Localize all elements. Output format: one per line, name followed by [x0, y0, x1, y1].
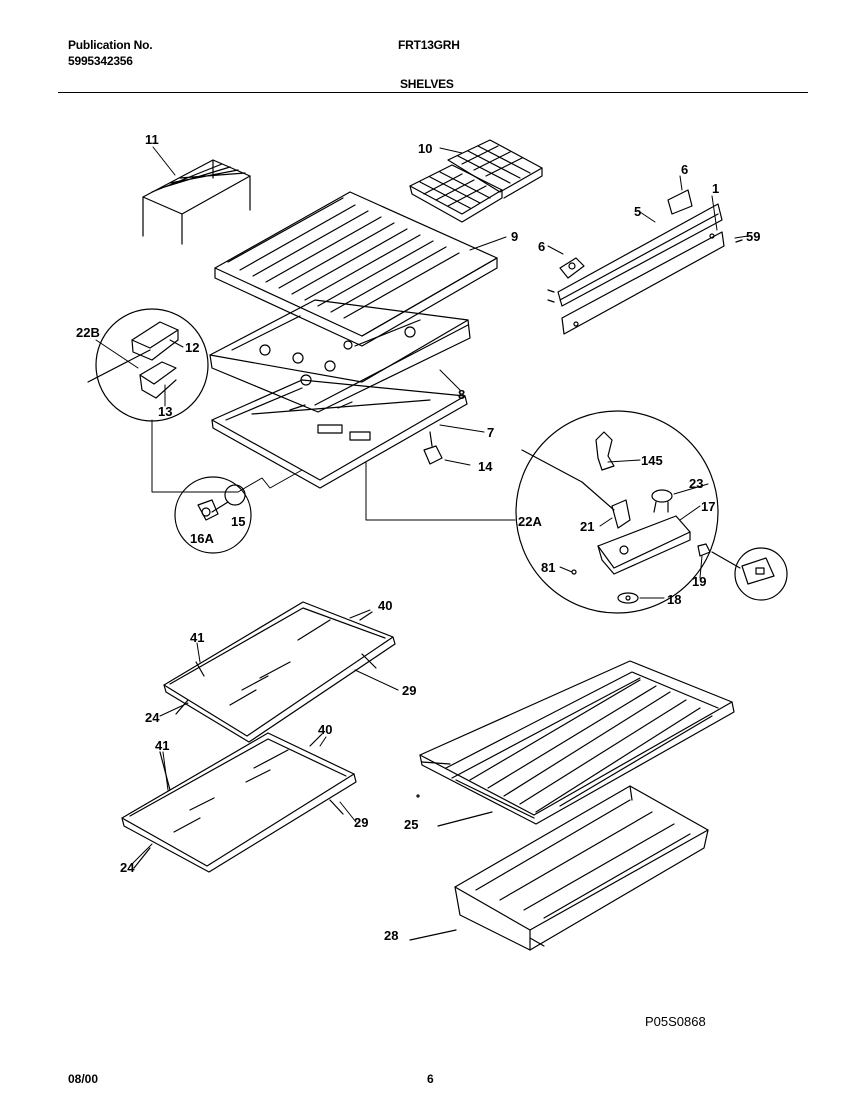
callout-41a: 41 [190, 630, 204, 645]
callout-145: 145 [641, 453, 663, 468]
callout-14: 14 [478, 459, 493, 474]
lower-leader-lines [129, 609, 399, 867]
callout-24b: 24 [120, 860, 135, 875]
control-leader-lines [559, 459, 709, 599]
callout-29b: 29 [354, 815, 368, 830]
detail-circle-lamp [174, 476, 252, 554]
crisper-pan-drawing [409, 785, 709, 951]
shelf-panel-drawing [214, 191, 498, 347]
glass-shelf-upper-drawing [163, 601, 396, 743]
clip-14-drawing [423, 431, 443, 465]
publication-label: Publication No. [68, 38, 153, 52]
model-number: FRT13GRH [398, 38, 460, 52]
glass-shelf-lower-drawing [121, 732, 357, 873]
callout-10: 10 [418, 141, 432, 156]
callout-17: 17 [701, 499, 715, 514]
crisper-cover-drawing [416, 660, 735, 827]
callout-29a: 29 [402, 683, 416, 698]
callout-19: 19 [692, 574, 706, 589]
section-title: SHELVES [400, 77, 454, 91]
callout-12: 12 [185, 340, 199, 355]
callout-8: 8 [458, 387, 465, 402]
callout-labels: 11 10 6 5 1 59 6 9 22B 12 13 8 7 14 15 1… [76, 132, 760, 943]
callout-6a: 6 [681, 162, 688, 177]
callout-5: 5 [634, 204, 641, 219]
control-housing-drawing [209, 299, 471, 413]
callout-81: 81 [541, 560, 555, 575]
callout-23: 23 [689, 476, 703, 491]
callout-18: 18 [667, 592, 681, 607]
callout-59: 59 [746, 229, 760, 244]
ice-tray-drawing [409, 139, 543, 223]
callout-15: 15 [231, 514, 245, 529]
detail-circle-22b [87, 308, 209, 422]
callout-11: 11 [145, 132, 159, 147]
publication-number: 5995342356 [68, 54, 133, 68]
callout-1: 1 [712, 181, 719, 196]
drawing-id: P05S0868 [645, 1014, 706, 1029]
detail-circle-19 [711, 547, 788, 601]
callout-6b: 6 [538, 239, 545, 254]
callout-40b: 40 [318, 722, 332, 737]
callout-7: 7 [487, 425, 494, 440]
upper-leader-lines [95, 146, 749, 521]
revision-date: 08/00 [68, 1072, 99, 1086]
header-rule [58, 92, 808, 93]
shelf-bracket-drawing [547, 189, 743, 335]
callout-40a: 40 [378, 598, 392, 613]
callout-13: 13 [158, 404, 172, 419]
evaporator-cover-drawing [211, 379, 468, 489]
callout-9: 9 [511, 229, 518, 244]
callout-24a: 24 [145, 710, 160, 725]
page-number: 6 [427, 1072, 434, 1086]
callout-16a: 16A [190, 531, 214, 546]
callout-21: 21 [580, 519, 594, 534]
callout-28: 28 [384, 928, 398, 943]
callout-22a: 22A [518, 514, 542, 529]
callout-25: 25 [404, 817, 418, 832]
detail-circle-control [515, 410, 719, 614]
callout-41b: 41 [155, 738, 169, 753]
wire-rack-drawing [142, 159, 251, 245]
callout-22b: 22B [76, 325, 100, 340]
